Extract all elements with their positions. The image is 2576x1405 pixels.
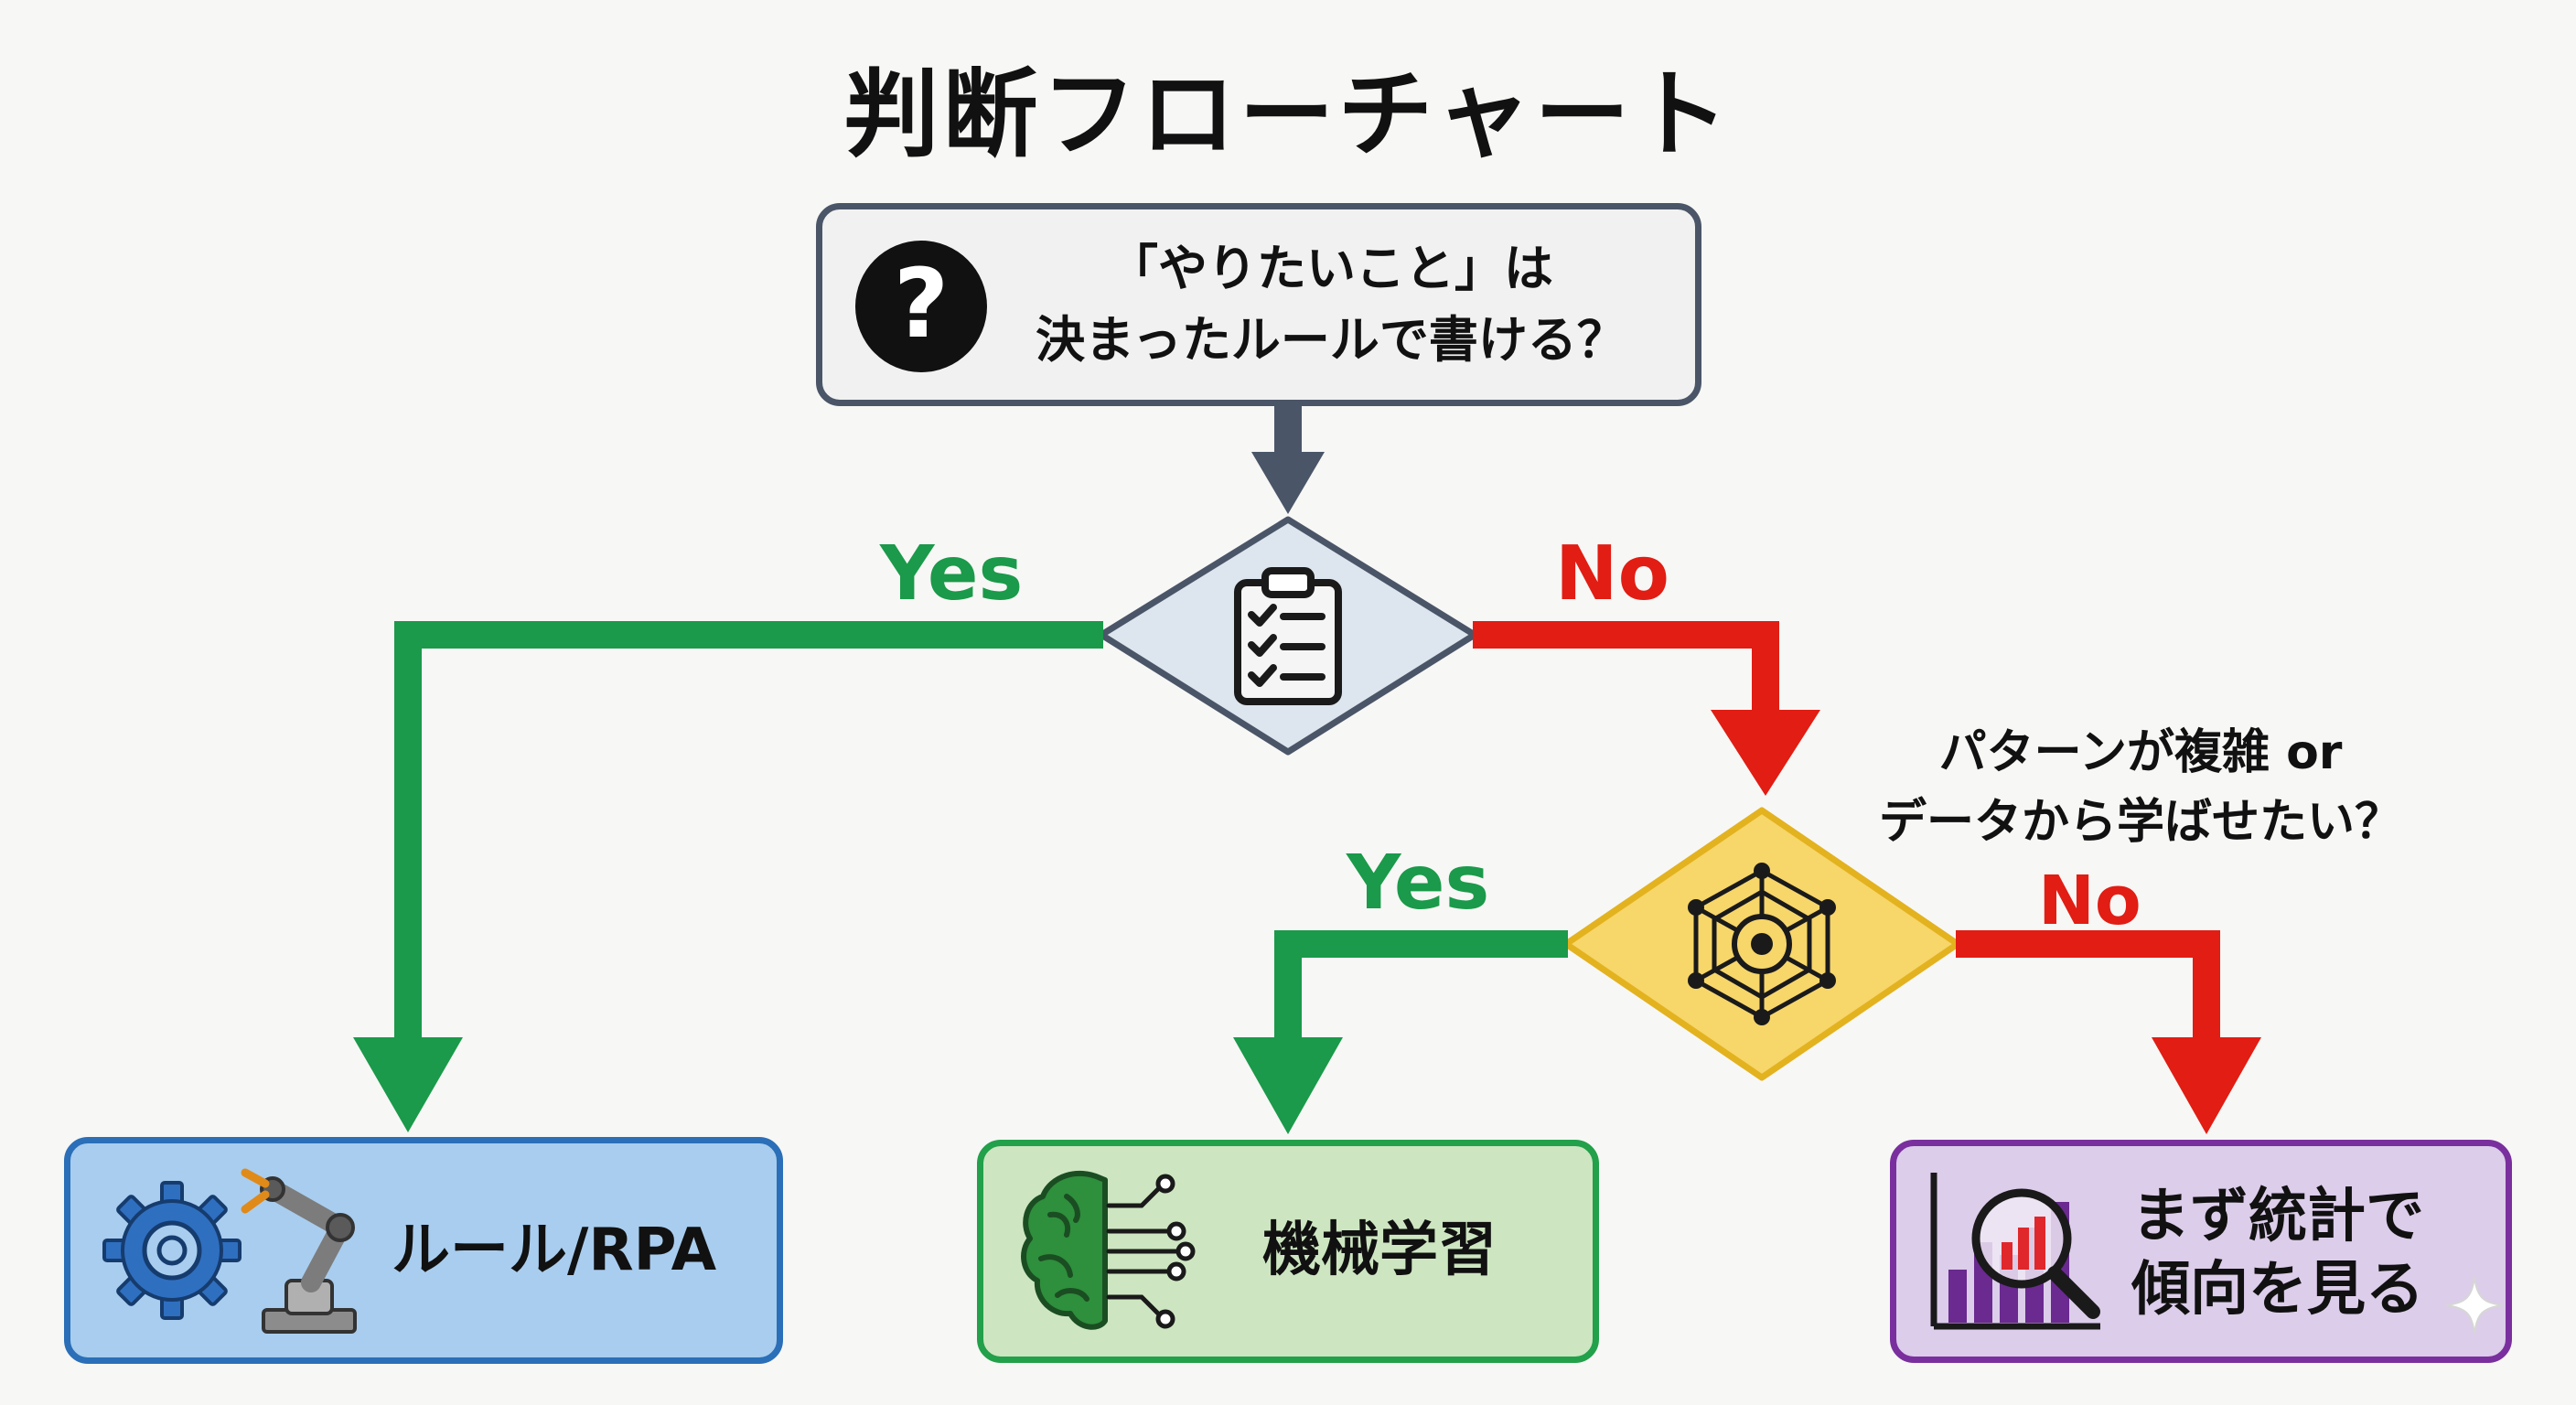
question1-line: 「やりたいこと」は — [1109, 240, 1553, 297]
decision2-yes-label: Yes — [1347, 840, 1490, 927]
outcome-rule-label: ルール/RPA — [392, 1217, 717, 1284]
outcome-stats-text: まず統計で 傾向を見る — [2131, 1180, 2424, 1326]
outcome-stats-line: まず統計で — [2131, 1183, 2424, 1250]
outcome-ml-label: 機械学習 — [1262, 1217, 1497, 1284]
decision1-no-label: No — [1555, 531, 1669, 617]
decision1-yes-label: Yes — [880, 531, 1024, 617]
question-icon: ? — [855, 241, 987, 372]
question2-text: パターンが複雑 or データから学ばせたい？ — [1793, 718, 2488, 857]
question2-line: パターンが複雑 or — [1938, 725, 2343, 780]
brain-circuit-icon — [1021, 1170, 1196, 1330]
page-title: 判断フローチャート — [843, 59, 1733, 170]
sparkle-watermark-icon — [2445, 1276, 2504, 1335]
arrow-decision2-no — [1956, 930, 2261, 1134]
arrow-decision1-yes — [353, 621, 1103, 1132]
question2-line: データから学ばせたい？ — [1878, 795, 2402, 850]
neural-network-icon — [1688, 863, 1836, 1025]
clipboard-checklist-icon — [1234, 567, 1342, 705]
gear-robot-arm-icon — [102, 1168, 357, 1334]
magnifier-chart-icon — [1930, 1173, 2100, 1330]
arrow-decision1-no — [1473, 621, 1820, 796]
question-box — [816, 203, 1701, 406]
question1-text: 「やりたいこと」は 決まったルールで書ける？ — [1002, 233, 1660, 376]
svg-text:?: ? — [894, 248, 949, 359]
arrow-decision2-yes — [1233, 930, 1568, 1134]
question1-line: 決まったルールで書ける？ — [1036, 311, 1626, 369]
decision2-no-label: No — [2038, 862, 2141, 940]
outcome-stats-line: 傾向を見る — [2131, 1256, 2424, 1324]
arrow-question-to-decision1 — [1251, 406, 1325, 514]
